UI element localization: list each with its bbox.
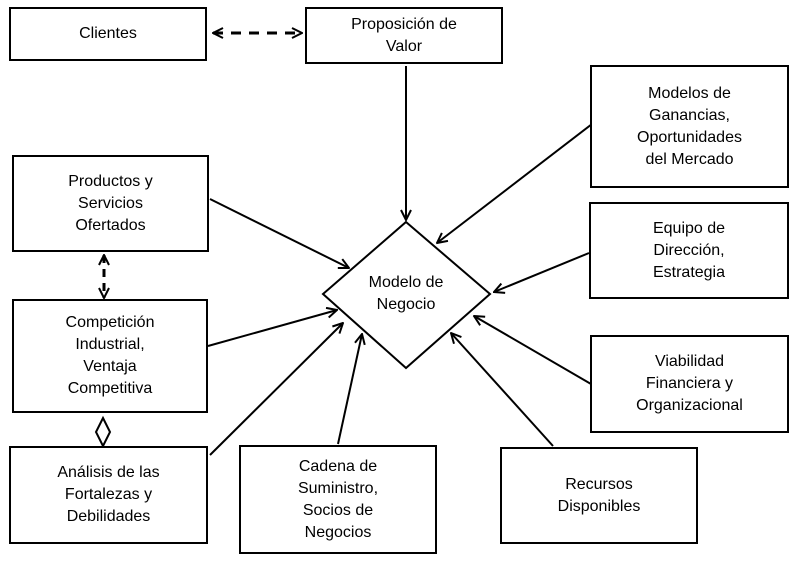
center-diamond — [321, 220, 492, 370]
node-recursos-disponibles: Recursos Disponibles — [500, 447, 698, 544]
arrow-analisis — [209, 323, 343, 456]
node-equipo-label: Equipo de Dirección, Estrategia — [652, 219, 726, 281]
node-competicion-industrial: Competición Industrial, Ventaja Competit… — [12, 299, 208, 413]
node-viabilidad-label: Viabilidad Financiera y Organizacional — [636, 353, 743, 414]
node-modelos-ganancias: Modelos de Ganancias, Oportunidades del … — [590, 65, 789, 188]
arrow-viabilidad — [474, 316, 592, 385]
node-propuesta-label: Proposición de Valor — [351, 15, 457, 55]
center-label: Modelo de Negocio — [368, 274, 444, 313]
node-cadena-suministro: Cadena de Suministro, Socios de Negocios — [239, 445, 437, 554]
node-viabilidad-financiera: Viabilidad Financiera y Organizacional — [590, 335, 789, 433]
node-productos-servicios: Productos y Servicios Ofertados — [12, 155, 209, 252]
arrow-equipo — [494, 252, 590, 292]
arrow-competicion — [207, 310, 337, 347]
node-modelos-label: Modelos de Ganancias, Oportunidades del … — [637, 84, 742, 168]
node-clientes: Clientes — [9, 7, 207, 61]
arrow-productos — [209, 198, 349, 268]
competicion-analisis-diamond-link — [94, 415, 112, 449]
node-propuesta-de-valor: Proposición de Valor — [305, 7, 503, 64]
arrow-recursos — [451, 333, 554, 447]
node-recursos-label: Recursos Disponibles — [557, 475, 641, 515]
node-analisis-fortalezas: Análisis de las Fortalezas y Debilidades — [9, 446, 208, 544]
node-clientes-label: Clientes — [79, 25, 137, 42]
node-equipo-direccion: Equipo de Dirección, Estrategia — [589, 202, 789, 299]
node-analisis-label: Análisis de las Fortalezas y Debilidades — [57, 464, 160, 525]
arrow-cadena — [337, 334, 362, 445]
node-cadena-label: Cadena de Suministro, Socios de Negocios — [297, 457, 379, 541]
node-productos-label: Productos y Servicios Ofertados — [68, 172, 153, 234]
node-competicion-label: Competición Industrial, Ventaja Competit… — [65, 314, 155, 397]
arrow-modelos — [437, 123, 593, 243]
